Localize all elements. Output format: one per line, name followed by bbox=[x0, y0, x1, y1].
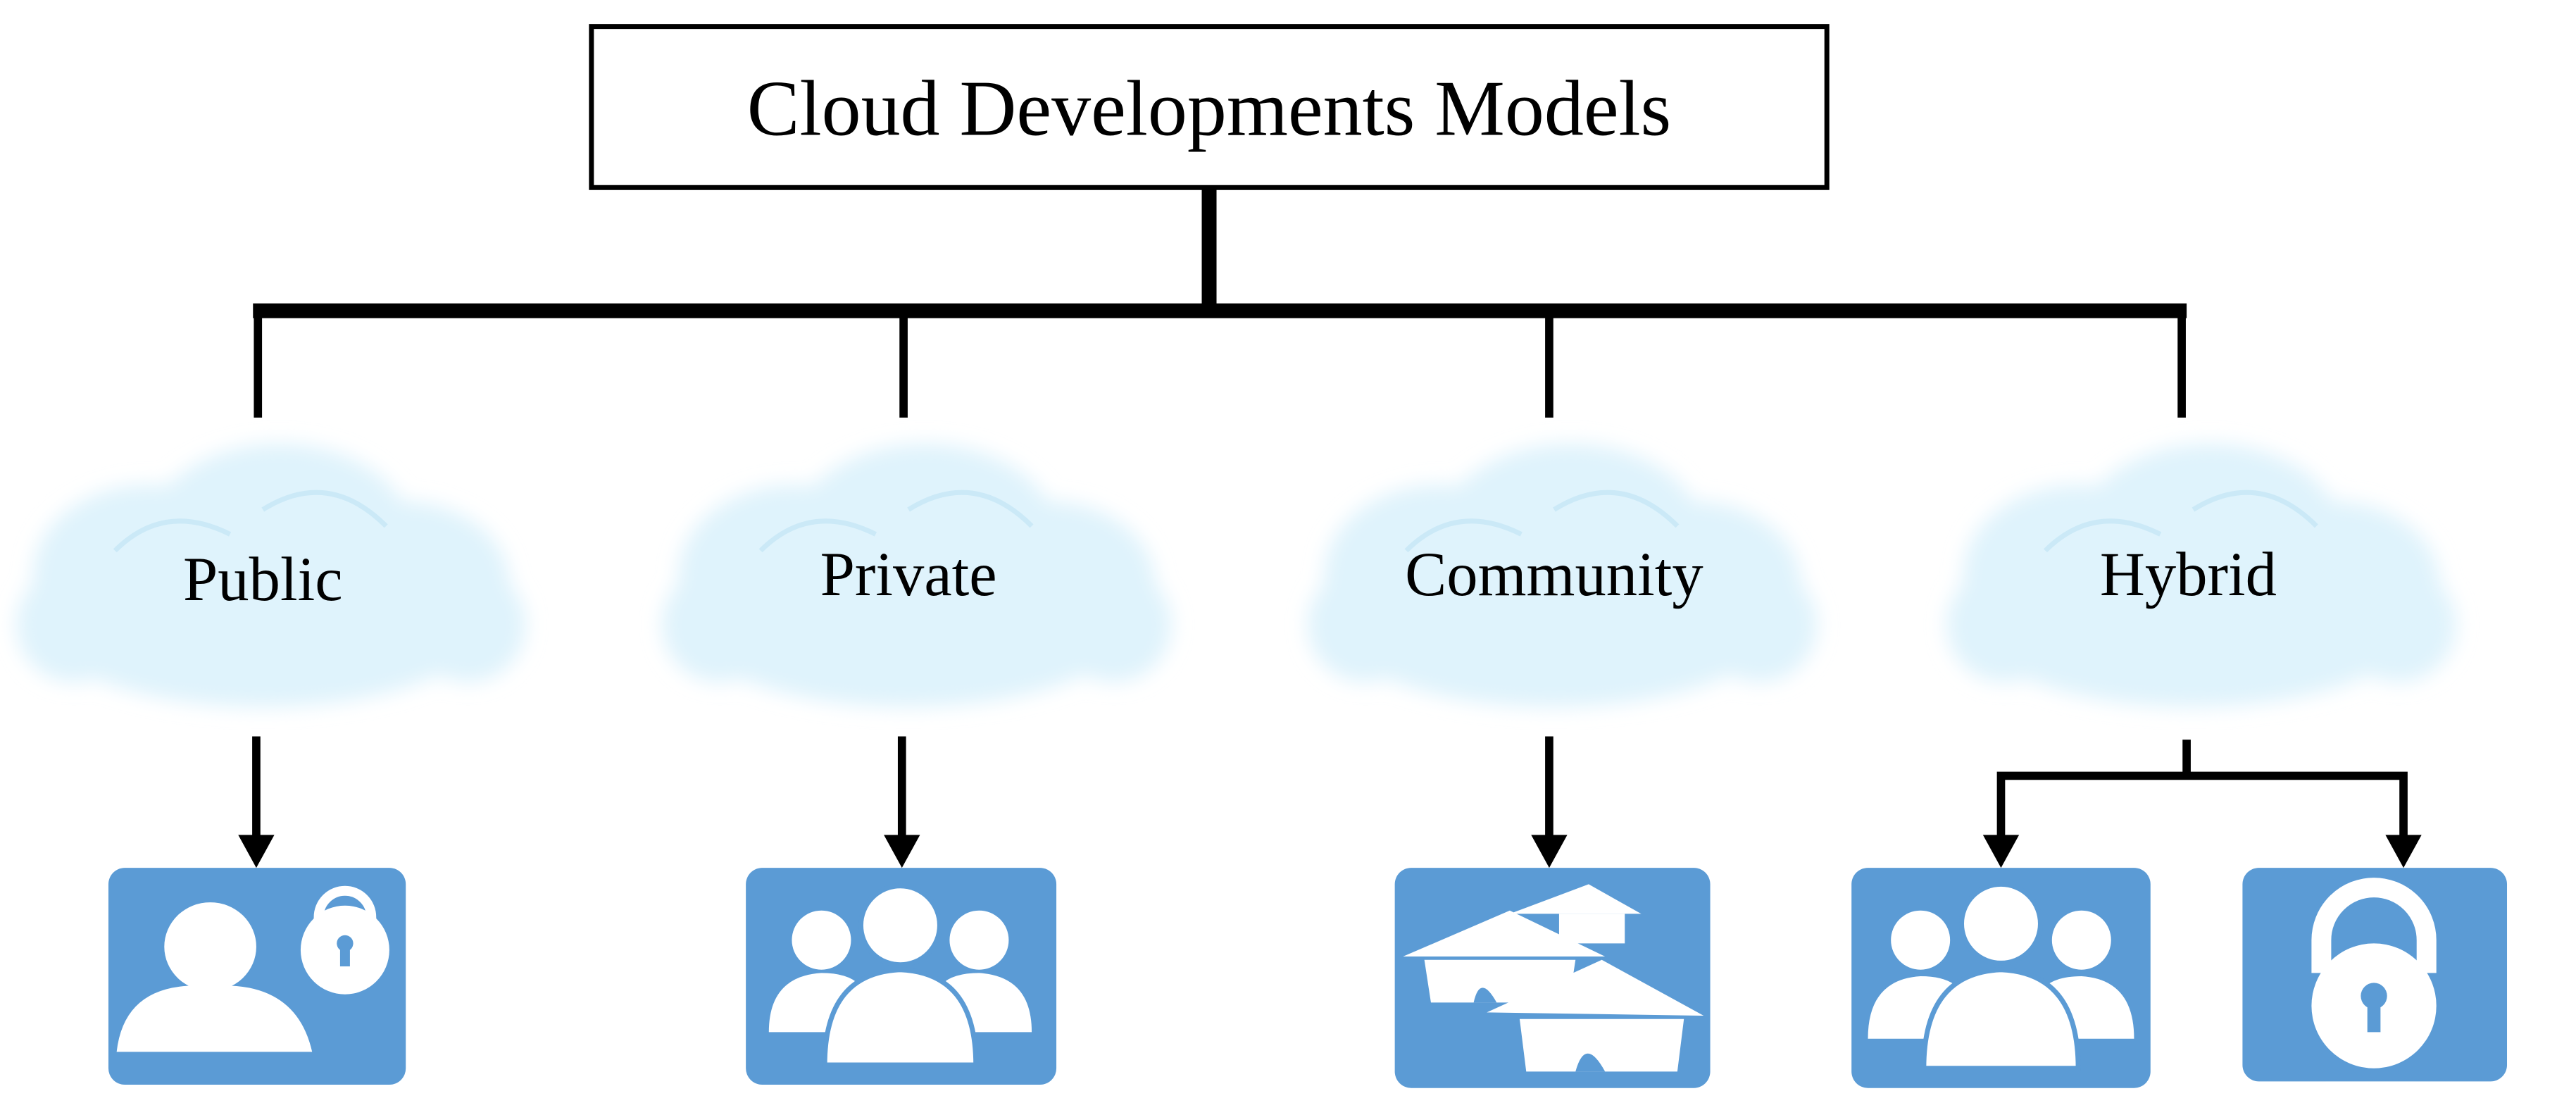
model-label-public: Public bbox=[183, 545, 343, 614]
cloud-public: Public bbox=[16, 444, 526, 707]
model-label-community: Community bbox=[1405, 540, 1703, 609]
cloud-hybrid: Hybrid bbox=[1946, 444, 2456, 707]
arrows bbox=[238, 736, 2422, 868]
arrow-public bbox=[238, 736, 275, 868]
tile-hybrid-lock bbox=[2242, 868, 2508, 1082]
model-label-private: Private bbox=[820, 540, 997, 609]
houses-icon bbox=[1403, 884, 1704, 1072]
connector-tree bbox=[253, 187, 2187, 418]
arrow-private bbox=[884, 736, 920, 868]
lock-icon bbox=[2311, 878, 2437, 1068]
title-box: Cloud Developments Models bbox=[589, 24, 1830, 190]
arrow-community bbox=[1531, 736, 1568, 868]
tile-private bbox=[746, 868, 1057, 1085]
cloud-community: Community bbox=[1307, 444, 1818, 707]
diagram-title: Cloud Developments Models bbox=[747, 66, 1671, 153]
user-lock-icon bbox=[116, 885, 389, 1052]
group-icon bbox=[768, 883, 1032, 1068]
tile-public bbox=[108, 868, 406, 1085]
arrow-hybrid-split bbox=[1982, 740, 2422, 868]
group-icon bbox=[1868, 881, 2134, 1071]
cloud-private: Private bbox=[662, 444, 1172, 707]
tile-hybrid-group bbox=[1851, 868, 2151, 1088]
model-label-hybrid: Hybrid bbox=[2100, 540, 2277, 609]
tile-community bbox=[1394, 868, 1711, 1088]
